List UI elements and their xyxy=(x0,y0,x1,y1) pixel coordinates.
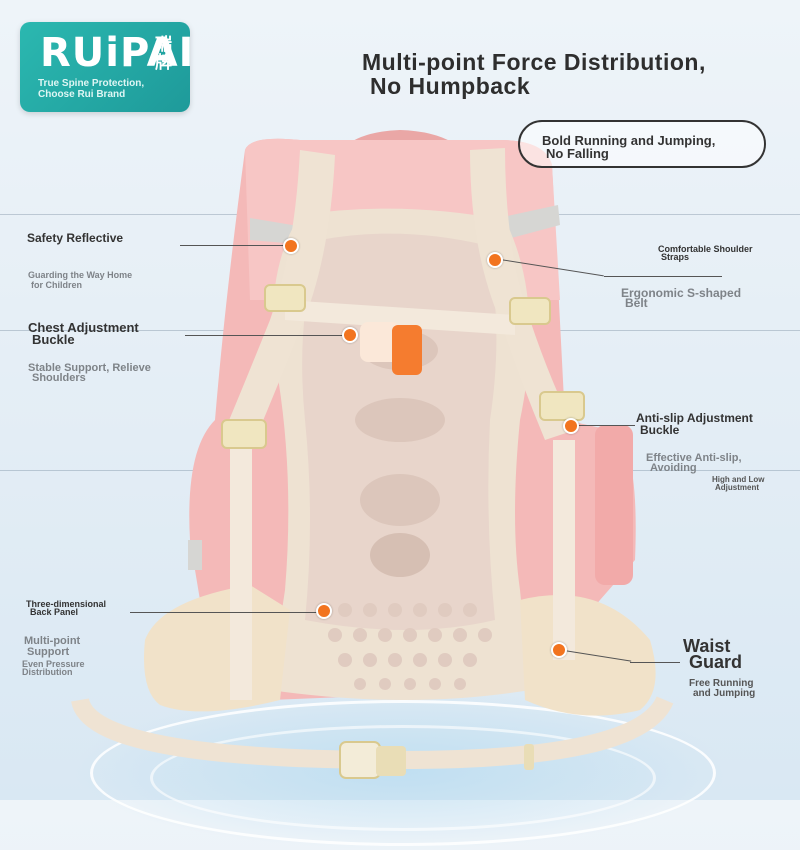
callout-shoulder-sub-2: Belt xyxy=(625,296,648,310)
headline-line-2: No Humpback xyxy=(370,73,531,99)
callout-antislip-sub-1: Effective Anti-slip, xyxy=(646,452,742,464)
callout-shoulder-sub: Ergonomic S-shaped Belt xyxy=(621,286,742,310)
callout-safety-sub-2: for Children xyxy=(31,280,82,290)
feature-pill-line-1: Bold Running and Jumping, xyxy=(542,133,716,148)
hotspot-waist xyxy=(551,642,567,658)
callout-safety-sub-1: Guarding the Way Home xyxy=(28,270,133,280)
callout-waist-title-2: Guard xyxy=(689,652,743,672)
callout-back-title: Three-dimensional Back Panel xyxy=(26,599,107,617)
callout-back-title-1: Three-dimensional xyxy=(26,599,107,609)
callout-waist-sub-2: and Jumping xyxy=(693,688,756,699)
hotspot-shoulder xyxy=(487,252,503,268)
headline-line-1: Multi-point Force Distribution, xyxy=(362,49,706,75)
callout-back-title-2: Back Panel xyxy=(30,607,79,617)
callout-back-sub-1: Multi-point xyxy=(24,635,81,647)
callout-back-sub-4: Distribution xyxy=(22,667,73,677)
callout-safety-leader xyxy=(180,245,288,246)
feature-pill: Bold Running and Jumping, No Falling xyxy=(518,120,766,168)
callout-waist-title-1: Waist xyxy=(683,636,731,656)
callout-antislip-title-1: Anti-slip Adjustment xyxy=(636,411,753,425)
logo-tagline: True Spine Protection, Choose Rui Brand xyxy=(38,78,144,100)
hotspot-safety xyxy=(283,238,299,254)
logo-tagline-2: Choose Rui Brand xyxy=(38,89,126,100)
callout-antislip-sub-extra: High and Low Adjustment xyxy=(712,476,764,492)
callout-back-leader xyxy=(130,612,320,613)
callout-antislip-sub: Effective Anti-slip, Avoiding xyxy=(646,452,742,474)
hotspot-chest xyxy=(342,327,358,343)
callout-shoulder-title-1: Comfortable Shoulder xyxy=(658,244,753,254)
callout-shoulder-sub-1: Ergonomic S-shaped xyxy=(621,286,742,300)
callout-antislip-leader xyxy=(575,425,635,426)
callout-antislip-title-2: Buckle xyxy=(640,423,680,437)
backpack-illustration xyxy=(71,129,674,779)
callout-shoulder-title-2: Straps xyxy=(661,252,690,262)
callout-back-sub: Multi-point Support xyxy=(24,636,80,658)
callout-back-sub-2: Support xyxy=(27,646,70,658)
callout-back-sub-3: Even Pressure xyxy=(22,659,85,669)
logo-tagline-1: True Spine Protection, xyxy=(38,78,145,89)
callout-chest-sub-1: Stable Support, Relieve xyxy=(28,362,151,374)
callout-antislip-sub-4: Adjustment xyxy=(715,483,759,492)
callout-chest-sub-2: Shoulders xyxy=(32,372,86,384)
callout-waist-leader-b xyxy=(630,662,680,663)
logo-wordmark: RUiPAI xyxy=(40,30,195,76)
brand-logo: RUiPAI 瑞牌 True Spine Protection, Choose … xyxy=(20,22,193,112)
callout-safety-title: Safety Reflective xyxy=(27,231,124,245)
callout-waist-sub: Free Running and Jumping xyxy=(689,679,755,699)
callout-antislip-sub-2: Avoiding xyxy=(650,462,697,474)
callout-antislip-title: Anti-slip Adjustment Buckle xyxy=(636,412,753,436)
callout-chest-leader xyxy=(185,335,345,336)
headline: Multi-point Force Distribution, No Humpb… xyxy=(362,50,706,98)
callout-waist-sub-1: Free Running xyxy=(689,678,754,689)
callout-chest-title-2: Buckle xyxy=(32,332,75,347)
feature-pill-line-2: No Falling xyxy=(546,146,609,161)
callout-shoulder-leader-b xyxy=(604,276,722,277)
feature-pill-text: Bold Running and Jumping, No Falling xyxy=(542,134,715,160)
hotspot-antislip xyxy=(563,418,579,434)
callout-back-sub-extra: Even Pressure Distribution xyxy=(22,659,85,677)
callout-waist-title: Waist Guard xyxy=(683,636,743,672)
logo-chinese-mark: 瑞牌 xyxy=(155,35,172,72)
hotspot-back-panel xyxy=(316,603,332,619)
callout-antislip-sub-3: High and Low xyxy=(712,475,765,484)
callout-chest-sub: Stable Support, Relieve Shoulders xyxy=(28,362,151,384)
callout-chest-title-1: Chest Adjustment xyxy=(28,320,139,335)
callout-shoulder-title: Comfortable Shoulder Straps xyxy=(658,244,753,262)
callout-safety-sub: Guarding the Way Home for Children xyxy=(28,270,132,290)
callout-chest-title: Chest Adjustment Buckle xyxy=(28,320,139,347)
